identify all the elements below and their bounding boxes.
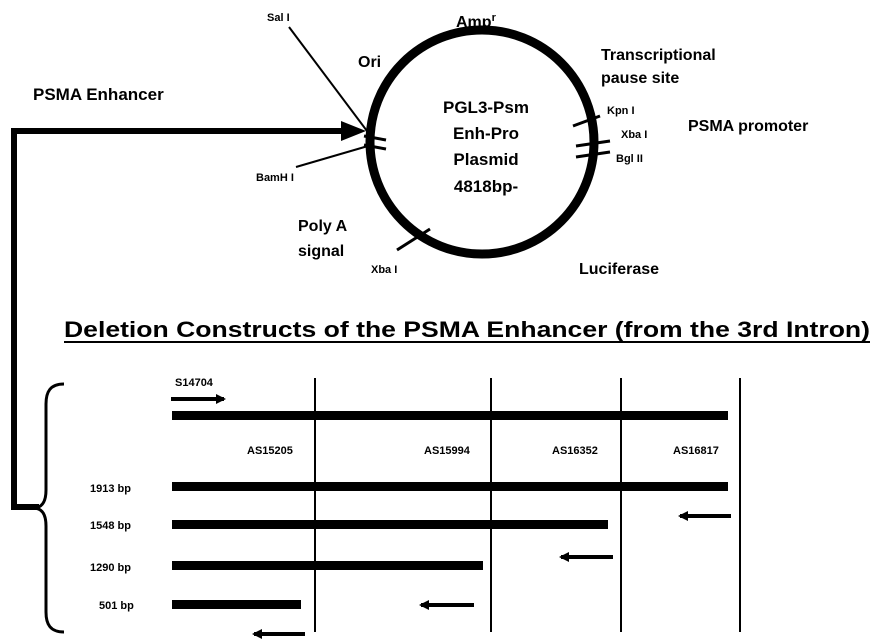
sal-i-tick (363, 134, 387, 142)
poly-a-label-1: Poly A (298, 218, 348, 235)
kpn-i-tick (572, 114, 601, 128)
construct-bar-1913 (172, 482, 728, 491)
poly-a-label-2: signal (298, 243, 344, 260)
plasmid-name-line-2: Enh-Pro (453, 124, 519, 143)
psma-enhancer-label: PSMA Enhancer (33, 85, 164, 104)
bgl-ii-tick (575, 150, 611, 159)
plasmid-size: 4818bp- (454, 177, 518, 196)
amp-resistance-label: Ampr (456, 12, 497, 31)
construct-bar-1290 (172, 561, 483, 570)
transcriptional-pause-label-2: pause site (601, 70, 679, 87)
enhancer-insert-arrowhead (341, 121, 366, 141)
sal-i-label: Sal I (267, 12, 290, 24)
xba-i-right-tick (575, 139, 611, 148)
kpn-i-label: Kpn I (607, 105, 635, 117)
ori-label: Ori (358, 54, 381, 71)
xba-i-bottom-tick (396, 227, 431, 252)
deletion-constructs-title: Deletion Constructs of the PSMA Enhancer… (64, 317, 870, 342)
construct-size-label: 1913 bp (90, 483, 131, 495)
xba-i-right-label: Xba I (621, 129, 647, 141)
construct-size-label: 1548 bp (90, 520, 131, 532)
reverse-primer-label: AS15205 (247, 445, 293, 457)
plasmid-name-line-1: PGL3-Psm (443, 98, 529, 117)
construct-size-label: 501 bp (99, 600, 134, 612)
enhancer-insert-connector (11, 128, 346, 510)
luciferase-label: Luciferase (579, 261, 659, 278)
construct-bar-501 (172, 600, 301, 609)
construct-group-brace (32, 382, 65, 634)
construct-size-label: 1290 bp (90, 562, 131, 574)
plasmid-name-line-3: Plasmid (453, 150, 518, 169)
bamh-i-label: BamH I (256, 172, 294, 184)
sal-i-leader (288, 26, 371, 136)
bamh-i-leader (295, 145, 369, 168)
transcriptional-pause-label-1: Transcriptional (601, 47, 716, 64)
reverse-primer-label: AS15994 (424, 445, 471, 457)
full-length-enhancer-bar (172, 411, 728, 420)
forward-primer-label: S14704 (175, 377, 214, 389)
bgl-ii-label: Bgl II (616, 153, 643, 165)
xba-i-bottom-label: Xba I (371, 264, 397, 276)
construct-bar-1548 (172, 520, 608, 529)
reverse-primer-label: AS16817 (673, 445, 719, 457)
reverse-primer-label: AS16352 (552, 445, 598, 457)
psma-promoter-label: PSMA promoter (688, 118, 808, 135)
